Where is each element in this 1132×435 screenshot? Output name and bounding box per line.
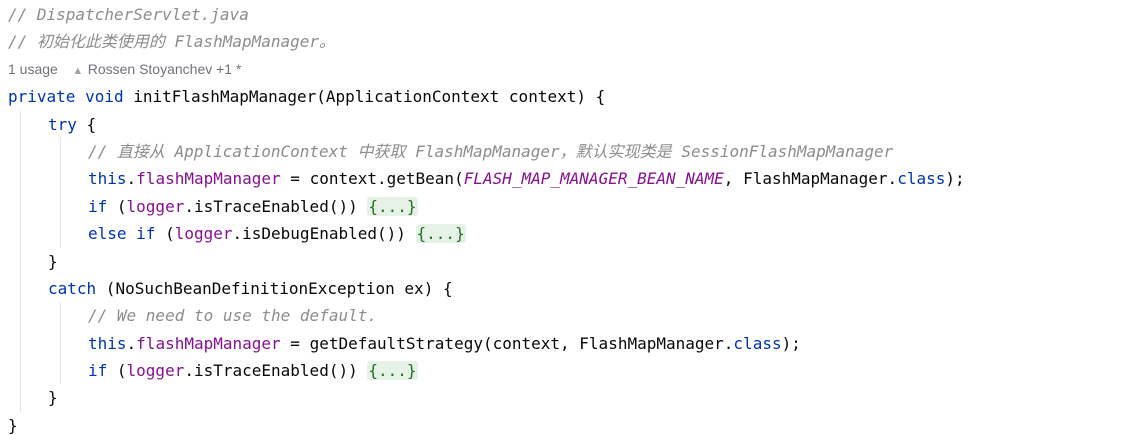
indent-guide xyxy=(20,110,21,138)
person-icon: ▲ xyxy=(72,64,84,77)
paren-open: ( xyxy=(155,224,175,244)
comment-description: // 初始化此类使用的 FlashMapManager。 xyxy=(8,32,336,52)
keyword-class: class xyxy=(733,333,782,353)
authors-link[interactable]: Rossen Stoyanchev +1 * xyxy=(87,60,242,77)
code-line-if-trace: if (logger.isTraceEnabled()) {...} xyxy=(8,192,1132,221)
field-flash-map-manager: flashMapManager xyxy=(136,169,281,189)
keyword-try: try xyxy=(48,114,77,134)
code-vision-hint: 1 usage ▲ Rossen Stoyanchev +1 * xyxy=(8,56,1132,83)
indent-guide xyxy=(20,137,21,166)
keyword-if: if xyxy=(136,224,156,244)
keyword-if: if xyxy=(88,196,108,216)
paren-open: ( xyxy=(107,196,127,216)
code-line-2: // 初始化此类使用的 FlashMapManager。 xyxy=(8,28,1132,55)
keyword-private: private xyxy=(8,87,76,107)
code-line-1: // DispatcherServlet.java xyxy=(8,1,1132,28)
indent-guide xyxy=(60,220,61,248)
comment-default: // We need to use the default. xyxy=(88,306,377,326)
keyword-this: this xyxy=(88,333,127,353)
indent-guide xyxy=(60,357,61,385)
keyword-else: else xyxy=(88,224,127,244)
brace-open: { xyxy=(76,114,97,134)
constant-bean-name: FLASH_MAP_MANAGER_BEAN_NAME xyxy=(463,169,724,189)
class-argument: , FlashMapManager. xyxy=(723,169,898,189)
keyword-catch: catch xyxy=(48,278,97,298)
folded-block[interactable]: {...} xyxy=(367,361,418,381)
indent-guide xyxy=(60,192,61,221)
code-line-try-close: } xyxy=(8,247,1132,275)
brace-close: } xyxy=(8,415,18,435)
code-line-method-close: } xyxy=(8,412,1132,435)
code-line-catch-close: } xyxy=(8,384,1132,412)
indent-guide xyxy=(60,165,61,193)
indent-guide xyxy=(60,302,61,330)
code-line-get-bean: this.flashMapManager = context.getBean(F… xyxy=(8,165,1132,193)
keyword-if: if xyxy=(88,361,108,381)
code-line-catch: catch (NoSuchBeanDefinitionException ex)… xyxy=(8,274,1132,303)
is-trace-enabled-call: .isTraceEnabled()) xyxy=(184,196,368,216)
indent-guide xyxy=(20,302,21,330)
field-logger: logger xyxy=(126,196,185,216)
get-bean-call: = context.getBean( xyxy=(280,169,464,189)
code-line-default-strategy: this.flashMapManager = getDefaultStrateg… xyxy=(8,329,1132,358)
code-line-method-signature: private void initFlashMapManager(Applica… xyxy=(8,83,1132,110)
code-line-default-comment: // We need to use the default. xyxy=(8,302,1132,330)
code-line-try: try { xyxy=(8,110,1132,138)
field-logger: logger xyxy=(126,361,185,381)
method-signature: initFlashMapManager(ApplicationContext c… xyxy=(123,87,606,107)
indent-guide xyxy=(20,192,21,221)
code-line-get-bean-comment: // 直接从 ApplicationContext 中获取 FlashMapMa… xyxy=(8,137,1132,166)
comment-file-name: // DispatcherServlet.java xyxy=(8,5,249,24)
field-flash-map-manager: flashMapManager xyxy=(136,333,281,353)
default-strategy-call: = getDefaultStrategy(context, FlashMapMa… xyxy=(280,333,734,353)
indent-guide xyxy=(20,220,21,248)
statement-end: ); xyxy=(945,169,965,189)
statement-end: ); xyxy=(781,333,801,353)
keyword-void: void xyxy=(85,87,124,107)
field-logger: logger xyxy=(174,224,233,244)
dot: . xyxy=(126,333,137,353)
is-debug-enabled-call: .isDebugEnabled()) xyxy=(232,224,416,244)
folded-block[interactable]: {...} xyxy=(367,196,418,216)
keyword-class: class xyxy=(897,169,946,189)
indent-guide xyxy=(20,329,21,358)
indent-guide xyxy=(20,165,21,193)
indent-guide xyxy=(20,247,21,275)
indent-guide xyxy=(20,274,21,303)
is-trace-enabled-call: .isTraceEnabled()) xyxy=(184,361,368,381)
comment-get-bean: // 直接从 ApplicationContext 中获取 FlashMapMa… xyxy=(88,141,894,161)
indent-guide xyxy=(20,384,21,412)
indent-guide xyxy=(60,137,61,166)
usages-link[interactable]: 1 usage xyxy=(8,60,58,77)
keyword-this: this xyxy=(88,169,127,189)
indent-guide xyxy=(20,357,21,385)
folded-block[interactable]: {...} xyxy=(415,224,466,244)
brace-close: } xyxy=(48,251,58,271)
indent-guide xyxy=(60,329,61,358)
brace-close: } xyxy=(48,388,58,408)
code-line-if-trace-2: if (logger.isTraceEnabled()) {...} xyxy=(8,357,1132,385)
dot: . xyxy=(126,169,137,189)
paren-open: ( xyxy=(107,361,127,381)
catch-clause: (NoSuchBeanDefinitionException ex) { xyxy=(96,278,453,298)
code-line-else-if-debug: else if (logger.isDebugEnabled()) {...} xyxy=(8,220,1132,248)
